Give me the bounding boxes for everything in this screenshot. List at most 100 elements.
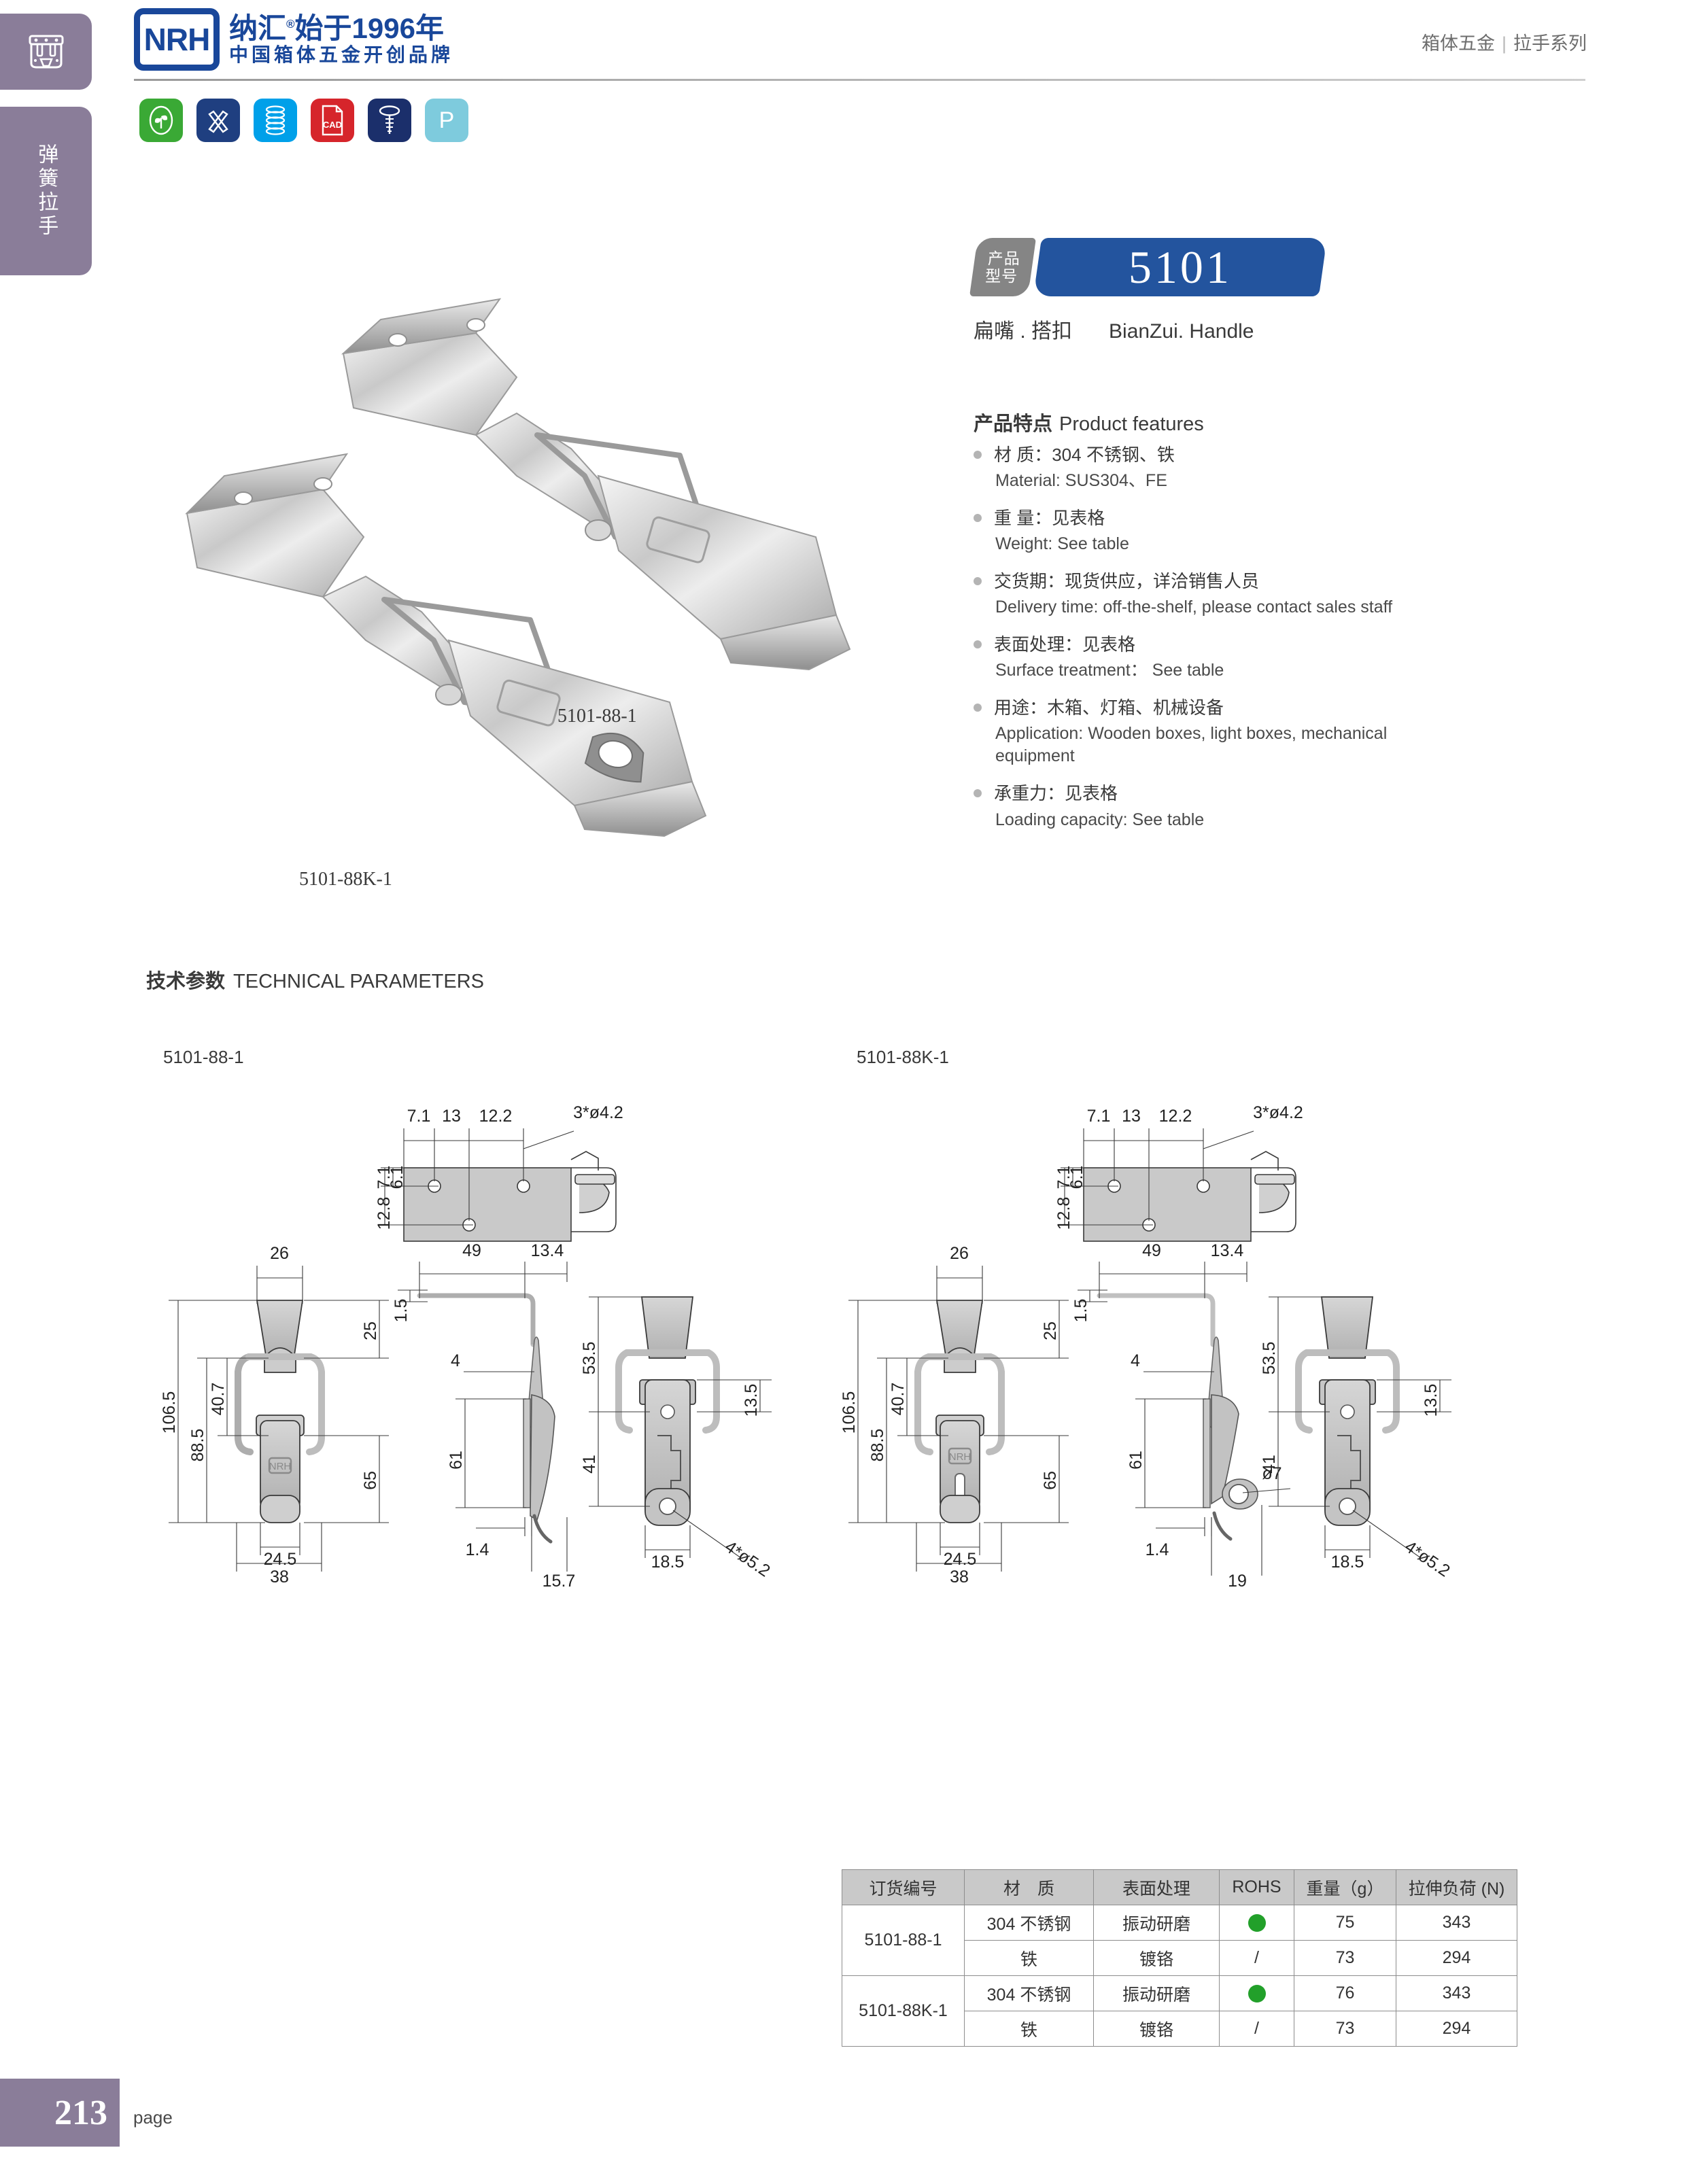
cell-weight: 73 <box>1294 1940 1396 1976</box>
model-subtitle-cn: 扁嘴 . 搭扣 <box>974 320 1073 343</box>
svg-text:4: 4 <box>1131 1351 1140 1370</box>
cell-rohs: / <box>1219 1940 1294 1976</box>
svg-text:53.5: 53.5 <box>1260 1342 1279 1375</box>
cell-load: 294 <box>1396 2011 1517 2047</box>
svg-text:88.5: 88.5 <box>188 1429 207 1462</box>
cad-file-icon[interactable]: CAD <box>311 99 354 142</box>
svg-text:24.5: 24.5 <box>944 1550 977 1569</box>
svg-text:4*ø5.2: 4*ø5.2 <box>721 1537 774 1580</box>
rohs-green-dot-icon <box>1248 1914 1266 1932</box>
svg-text:41: 41 <box>1260 1455 1279 1474</box>
cell-order-number: 5101-88-1 <box>842 1905 965 1976</box>
pdf-p-icon[interactable]: P <box>425 99 468 142</box>
sidebar-tab-label: 弹簧拉手 <box>35 143 58 239</box>
svg-text:1.4: 1.4 <box>1146 1540 1169 1559</box>
table-row: 5101-88-1 304 不锈钢 振动研磨 75 343 <box>842 1905 1517 1976</box>
feature-item: 承重力：见表格 Loading capacity: See table <box>974 782 1449 831</box>
spring-coil-icon[interactable] <box>254 99 297 142</box>
feature-en: Surface treatment： See table <box>995 661 1224 680</box>
photo-label-5101-88-1: 5101-88-1 <box>557 706 637 727</box>
feature-cn: 材 质：304 不锈钢、铁 <box>994 445 1175 465</box>
leaf-eco-icon[interactable] <box>139 99 183 142</box>
svg-text:6.1: 6.1 <box>1067 1166 1086 1190</box>
feature-cn: 承重力：见表格 <box>994 783 1118 804</box>
brand-name-line: 纳汇®始于1996年 <box>229 14 453 44</box>
svg-text:1.4: 1.4 <box>466 1540 489 1559</box>
cell-order-number: 5101-88K-1 <box>842 1975 965 2047</box>
table-row: 5101-88K-1 304 不锈钢 振动研磨 76 343 <box>842 1975 1517 2047</box>
sidebar-tab-spring-handle[interactable]: 弹簧拉手 <box>0 107 92 275</box>
svg-text:1.5: 1.5 <box>392 1299 411 1323</box>
svg-text:38: 38 <box>270 1567 289 1587</box>
features-heading-cn: 产品特点 <box>974 413 1053 435</box>
pdf-p-letter: P <box>438 107 455 133</box>
svg-text:6.1: 6.1 <box>388 1166 407 1190</box>
sidebar-icon-tab[interactable] <box>0 14 92 90</box>
feature-en: Weight: See table <box>995 534 1129 554</box>
svg-text:26: 26 <box>950 1244 969 1263</box>
tech-heading-cn: 技术参数 <box>146 971 226 992</box>
page-label: page <box>133 2107 173 2128</box>
feature-en: Application: Wooden boxes, light boxes, … <box>995 724 1388 766</box>
breadcrumb: 箱体五金|拉手系列 <box>1422 29 1587 55</box>
cell-material: 304 不锈钢 <box>964 1905 1094 1941</box>
table-row: 铁 镀铬 / 73 294 <box>842 1940 1517 1976</box>
page-number-badge: 213 <box>0 2079 120 2147</box>
drawing-group-label-right: 5101-88K-1 <box>857 1047 949 1067</box>
svg-text:49: 49 <box>462 1241 481 1260</box>
svg-text:12.8: 12.8 <box>375 1197 394 1230</box>
cell-load: 343 <box>1396 1975 1517 2011</box>
model-tag-line1: 产品 <box>987 249 1020 267</box>
svg-text:4*ø5.2: 4*ø5.2 <box>1401 1537 1453 1580</box>
brand-block: NRH 纳汇®始于1996年 中国箱体五金开创品牌 <box>134 8 453 71</box>
rohs-green-dot-icon <box>1248 1985 1266 2003</box>
cell-surface: 镀铬 <box>1093 1940 1220 1976</box>
bullet-dot-icon <box>974 704 982 712</box>
cell-surface: 振动研磨 <box>1093 1905 1220 1941</box>
drafting-tools-icon[interactable] <box>196 99 240 142</box>
svg-text:65: 65 <box>361 1471 380 1490</box>
features-heading-en: Product features <box>1059 413 1204 435</box>
svg-text:CAD: CAD <box>323 120 342 130</box>
svg-text:3*ø4.2: 3*ø4.2 <box>573 1103 623 1122</box>
feature-en: Material: SUS304、FE <box>995 471 1167 491</box>
svg-text:49: 49 <box>1142 1241 1161 1260</box>
bullet-dot-icon <box>974 514 982 523</box>
svg-text:13.5: 13.5 <box>742 1384 761 1417</box>
svg-text:13: 13 <box>1122 1107 1141 1126</box>
back-view-left <box>589 1296 772 1559</box>
screw-nail-icon[interactable] <box>368 99 411 142</box>
side-view-left <box>398 1262 568 1572</box>
case-latch-icon <box>29 35 63 69</box>
feature-cn: 用途：木箱、灯箱、机械设备 <box>994 697 1224 718</box>
cell-rohs <box>1219 1905 1294 1941</box>
cell-material: 304 不锈钢 <box>964 1975 1094 2011</box>
svg-text:18.5: 18.5 <box>651 1553 685 1572</box>
feature-item: 交货期：现货供应，详洽销售人员 Delivery time: off-the-s… <box>974 570 1449 619</box>
cell-weight: 75 <box>1294 1905 1396 1941</box>
svg-text:106.5: 106.5 <box>840 1391 859 1434</box>
svg-text:19: 19 <box>1228 1572 1247 1591</box>
feature-en: Loading capacity: See table <box>995 810 1205 829</box>
svg-text:40.7: 40.7 <box>889 1383 908 1416</box>
svg-text:7.1: 7.1 <box>1087 1107 1111 1126</box>
photo-label-5101-88K-1: 5101-88K-1 <box>299 869 392 890</box>
back-view-right <box>1269 1296 1451 1559</box>
svg-text:106.5: 106.5 <box>160 1391 179 1434</box>
bullet-dot-icon <box>974 640 982 649</box>
table-header-row: 订货编号 材 质 表面处理 ROHS 重量（g） 拉伸负荷 (N) <box>842 1869 1517 1905</box>
bullet-dot-icon <box>974 577 982 586</box>
product-photo-5101-88K-1 <box>185 453 707 837</box>
cell-load: 294 <box>1396 1940 1517 1976</box>
features-list: 材 质：304 不锈钢、铁 Material: SUS304、FE 重 量：见表… <box>974 443 1449 846</box>
feature-cn: 表面处理：见表格 <box>994 634 1136 655</box>
svg-text:NRH: NRH <box>949 1451 971 1463</box>
brand-since: 始于1996年 <box>294 12 444 45</box>
svg-text:15.7: 15.7 <box>543 1572 576 1591</box>
breadcrumb-category: 箱体五金 <box>1421 33 1495 54</box>
registered-mark-icon: ® <box>286 18 295 31</box>
feature-cn: 交货期：现货供应，详洽销售人员 <box>994 571 1260 592</box>
